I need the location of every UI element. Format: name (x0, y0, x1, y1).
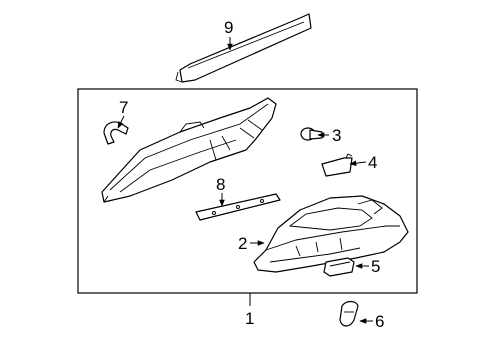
callout-9: 9 (224, 18, 233, 37)
assembly-frame (77, 88, 418, 294)
part-2-glove-box (253, 195, 409, 273)
part-3-screw (300, 127, 323, 141)
main-bracket (101, 97, 277, 203)
callout-4: 4 (368, 153, 377, 172)
callout-3: 3 (332, 126, 341, 145)
leader-4 (349, 160, 367, 166)
callout-2: 2 (238, 234, 247, 253)
callout-7: 7 (119, 98, 128, 117)
part-7-clip (103, 121, 129, 145)
part-5-lock (323, 257, 355, 277)
callout-8: 8 (216, 175, 225, 194)
part-9-trim-strip (175, 13, 312, 83)
part-4-latch-bracket (321, 153, 353, 177)
part-8-reinforcement-bar (195, 193, 281, 221)
part-6-bumper (339, 300, 359, 327)
callout-1: 1 (245, 309, 254, 328)
callout-5: 5 (371, 257, 380, 276)
leader-7 (117, 115, 125, 129)
callout-6: 6 (375, 312, 384, 331)
